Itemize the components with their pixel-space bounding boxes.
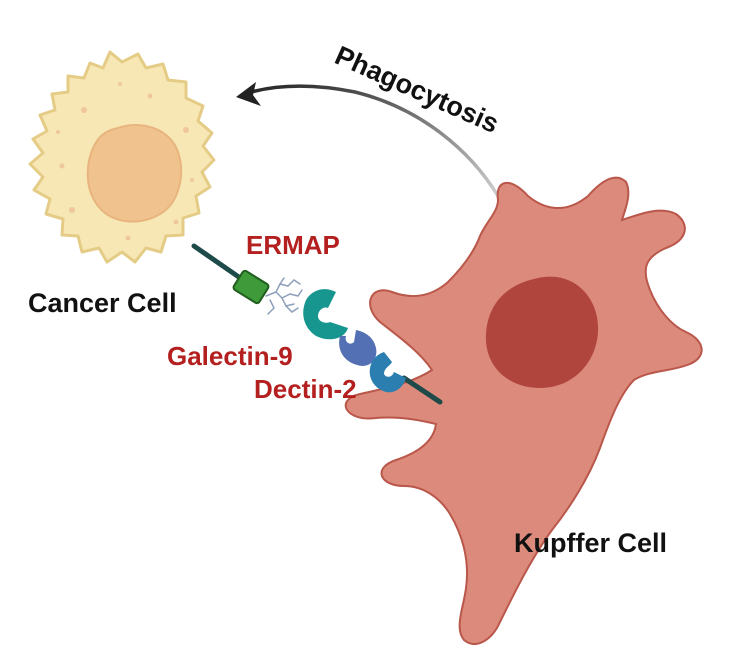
- receptor-stalks: [191, 243, 443, 405]
- kupffer-cell-nucleus: [485, 276, 599, 388]
- bridge-protein-icon: [339, 330, 377, 366]
- arrow-head-icon: [236, 82, 261, 106]
- galectin-9-label: Galectin-9: [167, 341, 293, 371]
- cancer-cell-nucleus: [86, 124, 183, 223]
- kupffer-cell-icon: [344, 176, 703, 645]
- kupffer-cell-body: [344, 176, 703, 645]
- galectin-9-protein-icon: [303, 289, 348, 340]
- cancer-cell-label: Cancer Cell: [28, 288, 177, 318]
- glycan-chain-icon: [265, 277, 303, 315]
- phagocytosis-arrow-icon: [236, 82, 500, 198]
- kupffer-cell-label: Kupffer Cell: [514, 528, 668, 558]
- dectin-2-protein-icon: [369, 352, 406, 393]
- ermap-label: ERMAP: [246, 230, 340, 260]
- cancer-cell-icon: [28, 50, 216, 264]
- cancer-cell-stalk: [191, 243, 249, 285]
- cancer-cell-granules: [56, 82, 194, 241]
- ermap-protein-icon: [232, 269, 270, 305]
- dectin-2-label: Dectin-2: [254, 374, 357, 404]
- arrow-shaft: [242, 84, 500, 198]
- kupffer-cell-stalk: [401, 375, 443, 405]
